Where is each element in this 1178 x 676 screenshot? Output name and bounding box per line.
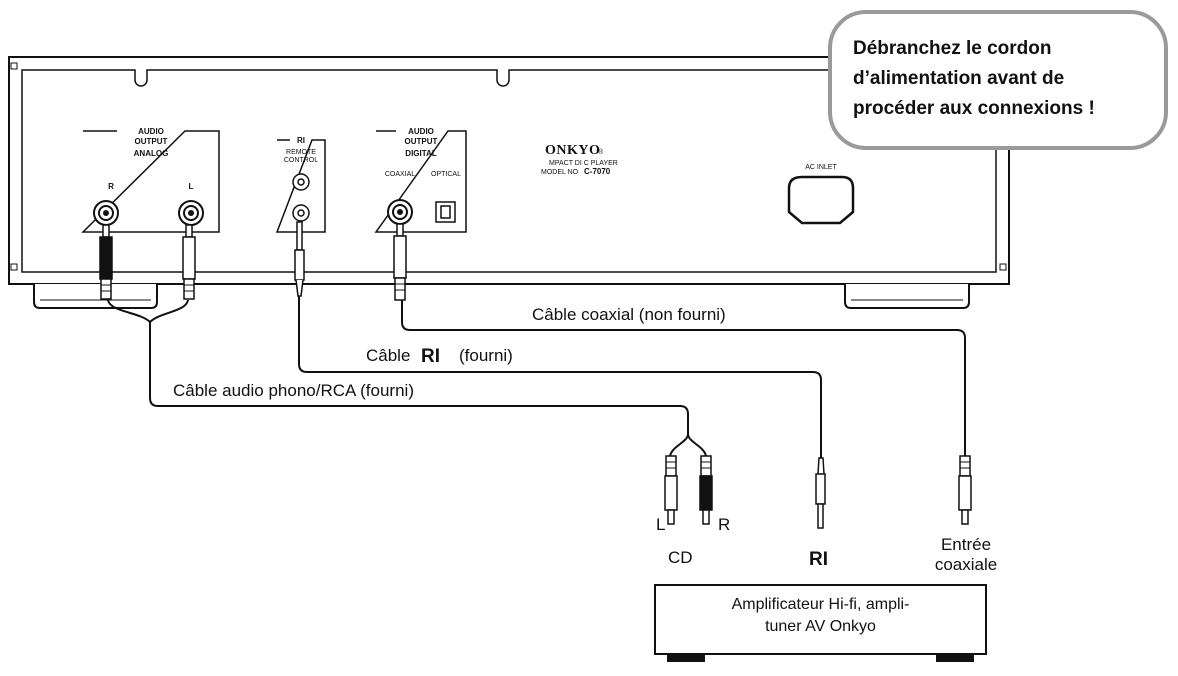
ri-cable-logo: RI — [421, 346, 440, 367]
jack-r-label: R — [718, 515, 730, 534]
brand-block: ONKYO ® MPACT DI C PLAYER MODEL NO C-707… — [541, 143, 618, 176]
right-foot — [844, 284, 970, 309]
screw-hole-br — [999, 263, 1007, 271]
ac-inlet-label: AC INLET — [805, 164, 837, 171]
audio-cable-label: Câble audio phono/RCA (fourni) — [173, 381, 414, 400]
amplifier-box — [654, 584, 987, 655]
warning-callout: Débranchez le cordon d’alimentation avan… — [828, 10, 1168, 150]
analog-r-label: R — [108, 182, 114, 191]
amp-ri-plug — [815, 457, 826, 529]
digital-header-3: DIGITAL — [405, 149, 437, 158]
model-line-2: MODEL NO — [541, 169, 579, 176]
brand-logo: ONKYO — [545, 143, 600, 158]
coaxial-cable-label: Câble coaxial (non fourni) — [532, 305, 726, 324]
coaxial-plug — [393, 223, 407, 301]
ri-jack-1[interactable] — [292, 173, 310, 191]
analog-header-1: AUDIO — [138, 127, 164, 136]
amplifier-label-2: tuner AV Onkyo — [765, 618, 876, 635]
screw-hole-bl — [10, 263, 18, 271]
ri-plug — [294, 221, 305, 297]
analog-output-section: AUDIO OUTPUT ANALOG R L — [81, 127, 220, 233]
ri-cable-suffix: (fourni) — [459, 346, 513, 365]
analog-l-label: L — [189, 182, 194, 191]
ri-section: RI REMOTE CONTROL — [275, 136, 326, 233]
digital-header-1: AUDIO — [408, 127, 434, 136]
model-number: C-7070 — [584, 167, 611, 176]
amp-coaxial-plug — [958, 455, 972, 525]
amplifier-label-1: Amplificateur Hi-fi, ampli- — [731, 596, 910, 613]
warning-line-2: d’alimentation avant de — [853, 68, 1065, 89]
jack-l-label: L — [656, 515, 665, 534]
left-foot — [33, 284, 158, 309]
ri-sub-2: CONTROL — [284, 157, 318, 164]
analog-l-plug — [182, 224, 196, 300]
amplifier-label: Amplificateur Hi-fi, ampli- tuner AV Onk… — [655, 594, 986, 638]
warning-line-3: procéder aux connexions ! — [853, 98, 1095, 119]
warning-line-1: Débranchez le cordon — [853, 38, 1052, 59]
amp-r-plug — [699, 455, 713, 525]
optical-jack[interactable] — [435, 201, 456, 223]
coaxial-label: COAXIAL — [385, 171, 415, 178]
ri-jack-2[interactable] — [292, 204, 310, 222]
audio-cable — [107, 299, 707, 457]
model-line-1: MPACT DI C PLAYER — [549, 160, 618, 167]
amp-foot-left — [667, 654, 705, 662]
coax-input-label-1: Entrée — [941, 535, 991, 554]
screw-hole-tl — [10, 62, 18, 70]
analog-header-2: OUTPUT — [135, 137, 168, 146]
rear-panel-inner-edge — [21, 69, 997, 273]
ri-cable-prefix: Câble — [366, 346, 410, 365]
ac-inlet-section: AC INLET — [787, 164, 855, 225]
coax-input-label-2: coaxiale — [935, 555, 997, 574]
brand-mark: ® — [598, 148, 604, 156]
amp-l-plug — [664, 455, 678, 525]
ri-sub-1: REMOTE — [286, 149, 316, 156]
ac-inlet-socket[interactable] — [787, 175, 855, 225]
digital-header-2: OUTPUT — [405, 137, 438, 146]
ri-cable — [298, 296, 822, 458]
optical-label: OPTICAL — [431, 171, 461, 178]
analog-r-plug — [99, 224, 113, 300]
analog-header-3: ANALOG — [134, 149, 169, 158]
amp-foot-right — [936, 654, 974, 662]
ri-panel-logo: RI — [297, 136, 305, 145]
cd-label: CD — [668, 548, 693, 567]
amp-ri-label: RI — [809, 549, 828, 570]
coaxial-cable — [401, 300, 966, 456]
